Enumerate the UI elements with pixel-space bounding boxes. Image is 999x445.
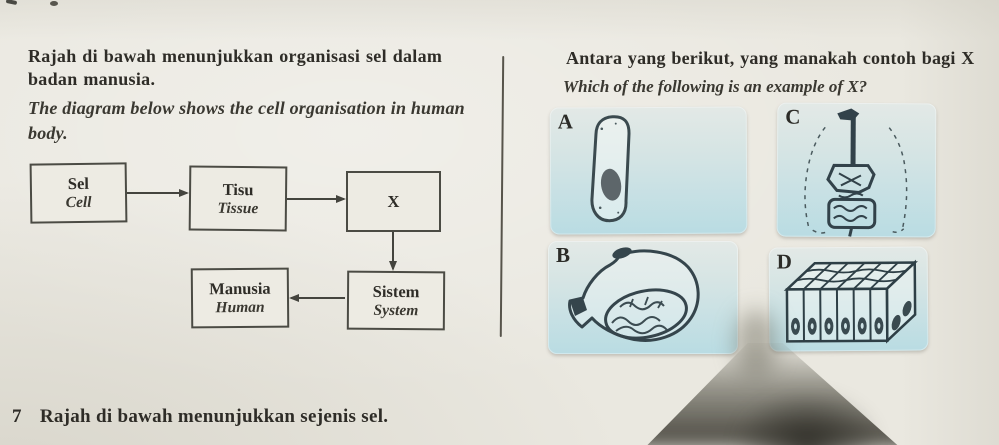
option-card-d: D [768, 246, 929, 352]
question-right-english: Which of the following is an example of … [563, 77, 868, 96]
question6-english-text: The diagram below shows the cell organis… [28, 96, 508, 146]
camera-shadow-core [737, 393, 877, 445]
flowchart-box-system: Sistem System [346, 270, 446, 331]
question6-number: 6 [0, 44, 1, 66]
flowchart-box-cell: Sel Cell [29, 162, 128, 224]
flowchart-human-malay: Manusia [209, 278, 271, 299]
digestive-system-illustration [804, 108, 908, 237]
question6-malay-line1: Rajah di bawah menunjukkan organisasi se… [28, 46, 443, 66]
question6-malay-text: Rajah di bawah menunjukkan organisasi se… [28, 45, 508, 91]
single-cell-illustration [590, 115, 631, 223]
question6-malay-line2: badan manusia. [28, 69, 156, 89]
scan-artifact-speck [5, 0, 18, 6]
question6-english-line2: body. [28, 123, 68, 143]
option-card-a: A [549, 106, 748, 235]
flowchart-cell-english: Cell [65, 193, 92, 212]
scan-artifact-speck [50, 1, 58, 6]
question-right-malay: Antara yang berikut, yang manakah contoh… [566, 48, 975, 68]
flowchart-system-english: System [373, 301, 419, 319]
flowchart-human-english: Human [215, 298, 265, 317]
question7-number: 7 [12, 406, 22, 427]
arrow-cell-to-tissue [127, 189, 189, 197]
flowchart-box-human: Manusia Human [190, 267, 290, 329]
arrow-tissue-to-x [287, 195, 346, 203]
flowchart-cell-malay: Sel [67, 173, 90, 194]
flowchart-x-label: X [387, 192, 400, 211]
flowchart-box-tissue: Tisu Tissue [188, 165, 288, 232]
flowchart-box-x: X [346, 171, 441, 232]
question6-english-line1: The diagram below shows the cell organis… [28, 98, 465, 118]
arrow-x-to-system [389, 232, 397, 271]
stomach-organ-illustration [568, 247, 700, 342]
tissue-block-illustration [783, 259, 918, 344]
option-card-b: B [548, 241, 738, 354]
flowchart-system-malay: Sistem [372, 281, 420, 301]
flowchart-tissue-malay: Tisu [222, 179, 254, 199]
flowchart-tissue-english: Tissue [217, 199, 259, 217]
option-card-c: C [776, 102, 937, 238]
question7-malay-text: Rajah di bawah menunjukkan sejenis sel. [39, 406, 389, 427]
option-b-label: B [556, 243, 571, 267]
arrow-system-to-human [289, 294, 345, 302]
question7-row: 7 Rajah di bawah menunjukkan sejenis sel. [12, 406, 388, 428]
